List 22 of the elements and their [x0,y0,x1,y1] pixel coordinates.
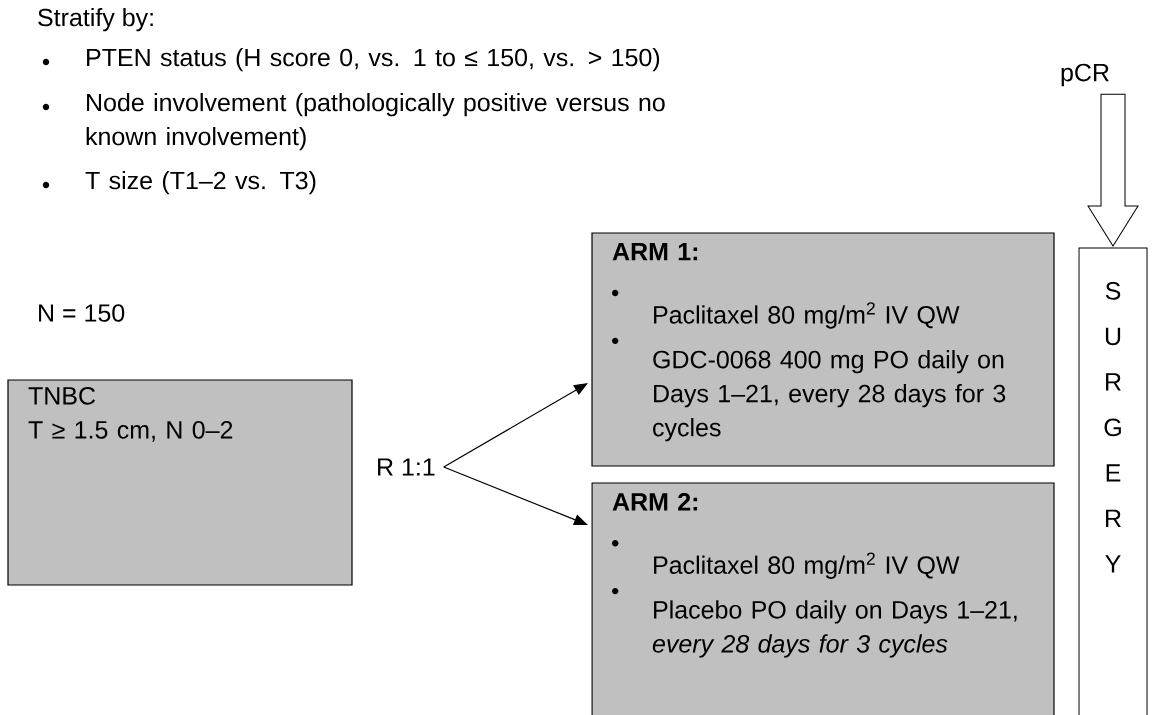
randomization-label: R 1:1 [378,458,435,476]
block-arrow [1087,93,1139,247]
sample-size: N = 150 [39,304,125,322]
arrow [443,466,588,526]
surgery-column: S U R G E R Y [1078,247,1148,715]
box-heading: TNBC [28,387,96,405]
heading: Stratify by: [38,8,153,32]
arrow [443,383,588,468]
process-box [7,379,353,586]
stratum-text: Node involvement (pathologically positive versus no known involvement) [86,93,665,151]
outcome-label: pCR [1061,63,1109,87]
arm-box [591,232,1055,467]
box-text: T ≥ 1.5 cm, N 0–2 [28,421,233,442]
bullet-item: Paclitaxel 80 mg/m$^{2}$ IV QW [654,302,960,329]
arm-box [591,482,1055,715]
stratum-text: T size (T1–2 vs. T3) [85,171,316,195]
bullet-item: Paclitaxel 80 mg/m$^{2}$ IV QW [654,552,960,579]
stratum-text: PTEN status (H score 0, vs. 1 to ≤ 150, vs. > 150) [87,48,660,72]
bullet-item: GDC-0068 400 mg PO daily on Days 1–21, every 28 days for 3 cycles [653,350,1006,442]
arm-heading: ARM 2: [612,493,698,511]
arm-heading: ARM 1: [612,243,698,261]
bullet-item: Placebo PO daily on Days 1–21, every 28 days for 3 cycles [652,600,1017,658]
